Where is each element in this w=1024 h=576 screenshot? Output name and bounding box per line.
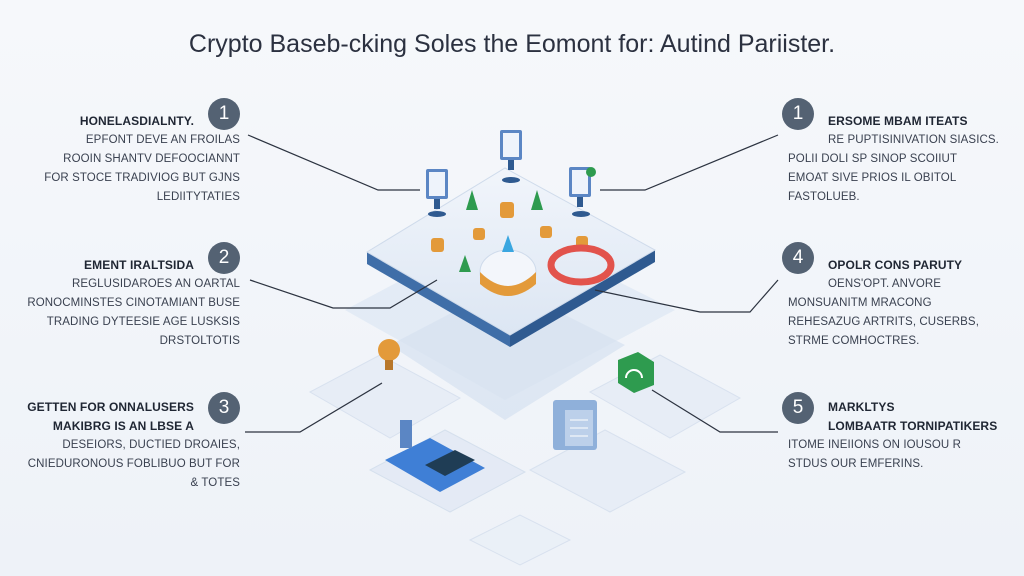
monitor-icon [426, 169, 448, 217]
feature-block-left-1: HONELASDIALNTY. EPFONT DEVE AN FROILAS R… [20, 112, 240, 207]
feature-block-right-4: OPOLR CONS PARUTY OENS'OPT. ANVORE MONSU… [788, 256, 1020, 351]
feature-block-right-5: MARKLTYS LOMBAATR TORNIPATIKERS ITOME IN… [788, 398, 1020, 474]
step-badge-3: 3 [208, 392, 240, 424]
connector-lines [245, 134, 779, 433]
dome-icon [479, 235, 537, 296]
step-badge-4: 4 [782, 242, 814, 274]
ring-icon [547, 244, 615, 286]
feature-line: REGLUSIDAROES AN OARTAL [71, 278, 240, 290]
page-title: Crypto Baseb-cking Soles the Eomont for:… [188, 30, 836, 58]
feature-heading: OPOLR CONS PARUTY [828, 258, 963, 272]
feature-line: ROOIN SHANTV DEFOOCIANNT [63, 153, 240, 165]
step-badge-right-1: 1 [782, 98, 814, 130]
feature-heading: GETTEN FOR ONNALUSERS [27, 400, 194, 414]
feature-line: EPFONT DEVE AN FROILAS [85, 134, 240, 146]
feature-line: DRSTOLTOTIS [159, 335, 240, 347]
lightbulb-icon [378, 339, 400, 370]
feature-line: EMOAT SIVE PRIOS IL OBITOL [788, 172, 957, 184]
server-cabinet-icon [553, 400, 597, 450]
feature-block-left-2: EMENT IRALTSIDA REGLUSIDAROES AN OARTAL … [20, 256, 240, 351]
feature-line: STDUS OUR EMFERINS. [788, 458, 924, 470]
feature-heading: MARKLTYS [828, 400, 895, 414]
feature-line: RE PUPTISINIVATION SIASICS. [828, 134, 999, 146]
feature-subheading: MAKIBRG IS AN LBSE A [52, 419, 194, 433]
feature-line: RONOCMINSTES CINOTAMIANT BUSE [27, 297, 240, 309]
feature-subheading: LOMBAATR TORNIPATIKERS [828, 419, 998, 433]
feature-line: DESEIORS, DUCTIED DROAIES, [62, 439, 240, 451]
feature-heading: HONELASDIALNTY. [79, 114, 194, 128]
feature-line: LEDIITYTATIES [156, 191, 240, 203]
feature-heading: ERSOME MBAM ITEATS [828, 114, 968, 128]
feature-heading: EMENT IRALTSIDA [84, 258, 194, 272]
step-badge-1: 1 [208, 98, 240, 130]
feature-line: & TOTES [190, 477, 240, 489]
feature-line: FOR STOCE TRADIVIOG BUT GJNS [44, 172, 240, 184]
trading-desk-icon [385, 420, 485, 492]
feature-line: CNIEDURONOUS FOBLIBUO BUT FOR [27, 458, 240, 470]
step-badge-2: 2 [208, 242, 240, 274]
feature-block-right-1: ERSOME MBAM ITEATS RE PUPTISINIVATION SI… [788, 112, 1020, 207]
feature-line: OENS'OPT. ANVORE [828, 278, 942, 290]
step-badge-5: 5 [782, 392, 814, 424]
feature-line: REHESAZUG ARTRITS, CUSERBS, [788, 316, 979, 328]
chart-box-icon [618, 352, 654, 393]
feature-line: ITOME INEIIONS ON IOUSOU R [788, 439, 961, 451]
feature-line: TRADING DYTEESIE AGE LUSKSIS [46, 316, 240, 328]
monitor-icon [500, 130, 522, 183]
tree-icon [459, 190, 543, 272]
feature-line: MONSUANITM MRACONG [788, 297, 932, 309]
feature-line: POLII DOLI SP SINOP SCOIIUT [788, 153, 958, 165]
monitor-icon [569, 167, 596, 217]
feature-line: STRME COMHOCTRES. [788, 335, 920, 347]
feature-line: FASTOLUEB. [788, 191, 860, 203]
feature-block-left-3: GETTEN FOR ONNALUSERS MAKIBRG IS AN LBSE… [20, 398, 240, 493]
